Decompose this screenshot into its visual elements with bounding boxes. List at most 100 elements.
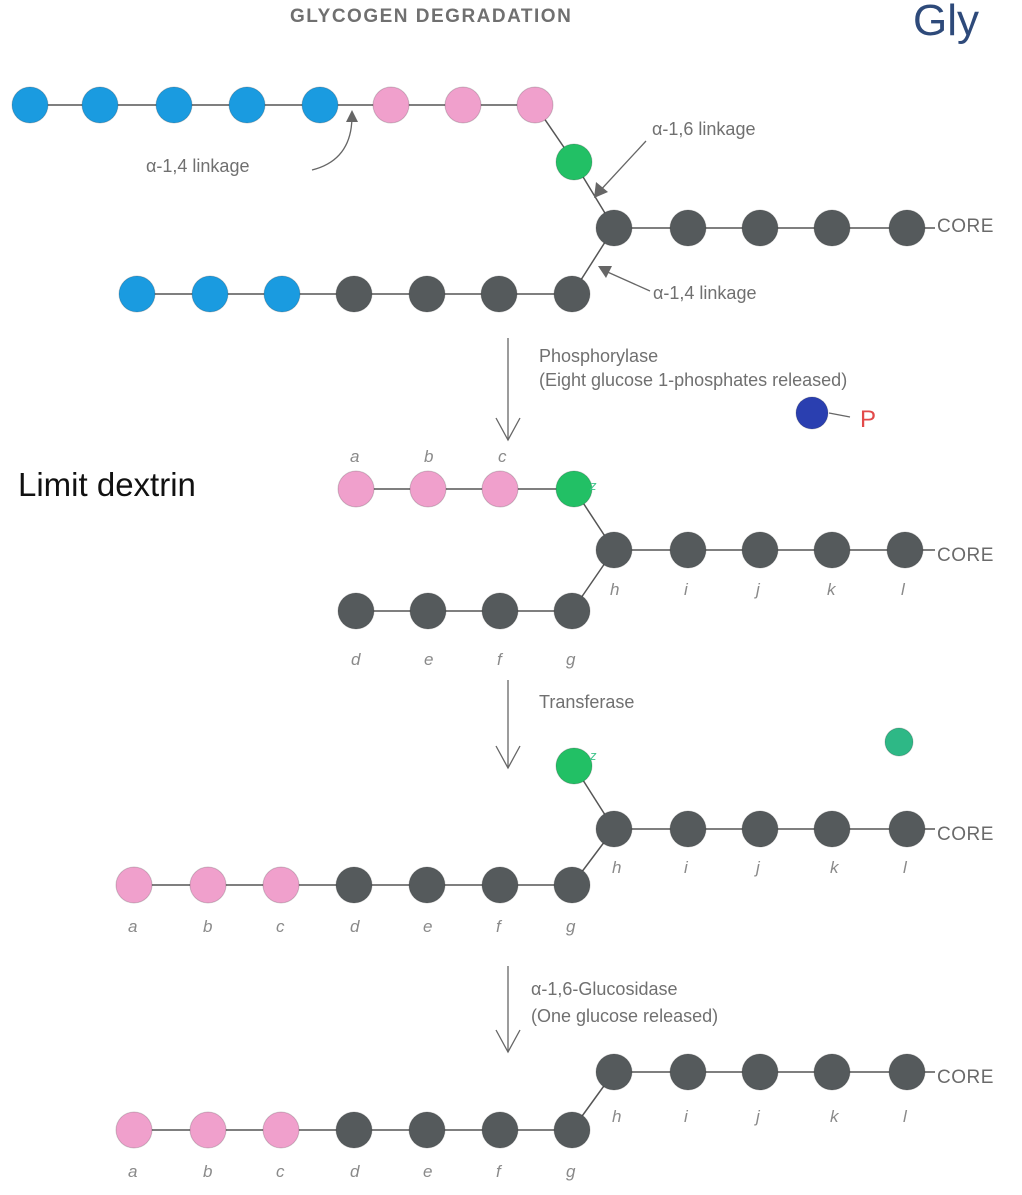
alpha14-top-arrowhead bbox=[346, 110, 358, 122]
stage3-letter-e: e bbox=[423, 917, 433, 936]
core-glucose-unit bbox=[888, 1053, 926, 1091]
stage3-letter-a: a bbox=[128, 917, 138, 936]
stage2-letter-z: z bbox=[590, 478, 597, 493]
stage4-letter-f: f bbox=[496, 1162, 501, 1181]
stage2-letter-e: e bbox=[424, 650, 434, 669]
stage2-letter-f: f bbox=[497, 650, 502, 669]
phosphorylase-arrow-head bbox=[495, 417, 521, 442]
stage4-letter-d: d bbox=[350, 1162, 360, 1181]
stage2-letter-b: b bbox=[424, 447, 434, 466]
glucose-unit bbox=[553, 275, 591, 313]
stage4-letter-c: c bbox=[276, 1162, 285, 1181]
glucose-unit bbox=[408, 275, 446, 313]
glucose-unit bbox=[335, 1111, 373, 1149]
stage2-letter-j: j bbox=[756, 580, 760, 599]
core-label-2: CORE bbox=[937, 545, 994, 566]
glucose-unit bbox=[481, 470, 519, 508]
glucose-unit bbox=[481, 592, 519, 630]
stage3-letter-k: k bbox=[830, 858, 839, 877]
core-glucose-unit bbox=[813, 810, 851, 848]
stage2-letter-a: a bbox=[350, 447, 360, 466]
limit-dextrin-label: Limit dextrin bbox=[18, 466, 196, 503]
stage4-letter-b: b bbox=[203, 1162, 213, 1181]
glucose-unit bbox=[301, 86, 339, 124]
glucose-unit bbox=[337, 592, 375, 630]
alpha14-bottom-arrowhead bbox=[598, 266, 612, 278]
stage3-letter-j: j bbox=[756, 858, 760, 877]
core-glucose-unit bbox=[813, 1053, 851, 1091]
core-glucose-unit bbox=[669, 810, 707, 848]
phosphorylase-note: (Eight glucose 1-phosphates released) bbox=[539, 370, 848, 390]
alpha-1-4-linkage-label-top: α-1,4 linkage bbox=[146, 156, 250, 176]
core-glucose-unit bbox=[595, 810, 633, 848]
glucose-unit bbox=[189, 866, 227, 904]
glucosidase-note: (One glucose released) bbox=[531, 1006, 719, 1026]
stage3-letter-d: d bbox=[350, 917, 360, 936]
phosphate-label: P bbox=[860, 406, 877, 433]
glucose-unit bbox=[155, 86, 193, 124]
glucose-unit bbox=[335, 866, 373, 904]
stage4-letter-h: h bbox=[612, 1107, 622, 1126]
core-glucose-unit bbox=[741, 531, 779, 569]
released-glucose-phosphate bbox=[795, 396, 829, 430]
glucose-unit bbox=[480, 275, 518, 313]
stage2-letter-l: l bbox=[901, 580, 905, 599]
core-glucose-unit bbox=[813, 209, 851, 247]
core-glucose-unit bbox=[886, 531, 924, 569]
alpha16-pointer bbox=[596, 140, 647, 195]
glucose-unit bbox=[262, 866, 300, 904]
glucosidase-arrow-head bbox=[495, 1029, 521, 1054]
glucose-unit bbox=[115, 1111, 153, 1149]
stage4-letter-a: a bbox=[128, 1162, 138, 1181]
glucose-unit bbox=[408, 1111, 446, 1149]
core-glucose-unit bbox=[669, 531, 707, 569]
phosphate-bond bbox=[828, 412, 851, 418]
stage4-letter-g: g bbox=[566, 1162, 576, 1181]
glucose-unit bbox=[481, 1111, 519, 1149]
core-label-3: CORE bbox=[937, 824, 994, 845]
stage3-letter-i: i bbox=[684, 858, 688, 877]
stage3-letter-c: c bbox=[276, 917, 285, 936]
core-glucose-unit bbox=[741, 209, 779, 247]
glucose-unit bbox=[191, 275, 229, 313]
glucose-unit bbox=[118, 275, 156, 313]
glucose-unit bbox=[481, 866, 519, 904]
glucose-unit bbox=[189, 1111, 227, 1149]
core-glucose-unit bbox=[888, 209, 926, 247]
stage4-letter-i: i bbox=[684, 1107, 688, 1126]
glucose-unit bbox=[263, 275, 301, 313]
phosphorylase-label: Phosphorylase bbox=[539, 346, 659, 366]
stage3-letter-h: h bbox=[612, 858, 622, 877]
stage3-letter-b: b bbox=[203, 917, 213, 936]
core-glucose-unit bbox=[595, 209, 633, 247]
stage2-letter-g: g bbox=[566, 650, 576, 669]
glucose-unit bbox=[444, 86, 482, 124]
transferase-arrow-head bbox=[495, 745, 521, 770]
stage4-letter-j: j bbox=[756, 1107, 760, 1126]
stage4-letter-e: e bbox=[423, 1162, 433, 1181]
alpha-1-4-linkage-label-bottom: α-1,4 linkage bbox=[653, 283, 757, 303]
glucose-unit bbox=[409, 470, 447, 508]
stage3-letter-z: z bbox=[590, 748, 597, 763]
core-label-1: CORE bbox=[937, 216, 994, 237]
core-glucose-unit bbox=[669, 1053, 707, 1091]
core-glucose-unit bbox=[813, 531, 851, 569]
core-label-4: CORE bbox=[937, 1067, 994, 1088]
glucose-unit bbox=[553, 1111, 591, 1149]
stage2-letter-h: h bbox=[610, 580, 620, 599]
glucose-unit bbox=[11, 86, 49, 124]
core-glucose-unit bbox=[595, 1053, 633, 1091]
core-glucose-unit bbox=[595, 531, 633, 569]
alpha-1-6-linkage-label: α-1,6 linkage bbox=[652, 119, 756, 139]
branch-glucose-unit bbox=[555, 143, 593, 181]
stage2-letter-k: k bbox=[827, 580, 836, 599]
glucose-unit bbox=[115, 866, 153, 904]
stage3-letter-l: l bbox=[903, 858, 907, 877]
core-glucose-unit bbox=[741, 810, 779, 848]
glucose-unit bbox=[372, 86, 410, 124]
glucose-unit bbox=[553, 866, 591, 904]
stage4-letter-l: l bbox=[903, 1107, 907, 1126]
glucose-unit bbox=[337, 470, 375, 508]
